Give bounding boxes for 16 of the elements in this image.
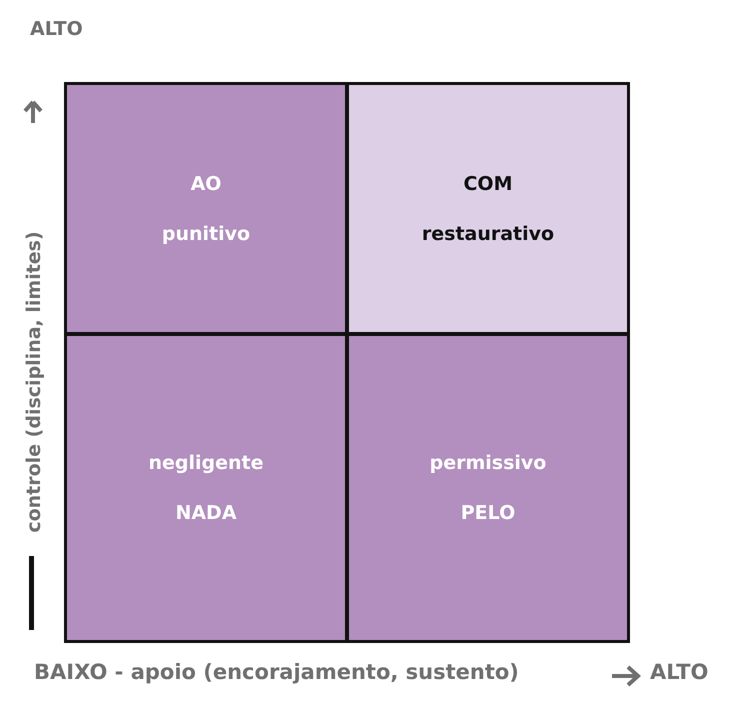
axis-end-label: ALTO [650, 660, 708, 684]
quadrant-cell [64, 333, 348, 643]
axis-title: controle (disciplina, limites) [23, 231, 45, 533]
quadrant-label: negligente [148, 452, 264, 474]
quadrant-label: restaurativo [422, 222, 554, 244]
quadrant-label: permissivo [430, 452, 546, 474]
quadrant-label: AO [190, 172, 222, 194]
axis-end-label: ALTO [30, 18, 83, 40]
quadrant-cell [346, 333, 630, 643]
quadrant-label: COM [463, 172, 512, 194]
axis-title: BAIXO - apoio (encorajamento, sustento) [34, 660, 519, 684]
quadrant-label: PELO [460, 502, 516, 524]
quadrant-cell [346, 82, 630, 335]
quadrant-label: punitivo [162, 222, 250, 244]
quadrant-cell [64, 82, 348, 335]
quadrant-label: NADA [175, 502, 237, 524]
